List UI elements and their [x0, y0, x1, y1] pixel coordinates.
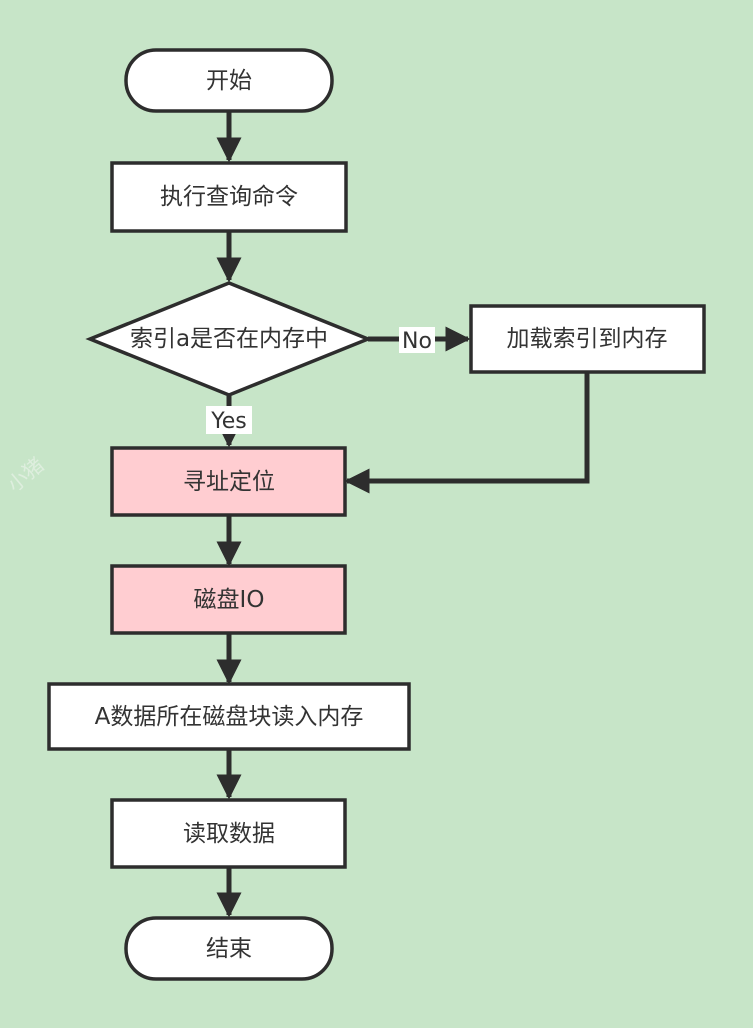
node-load-index	[469, 304, 706, 374]
node-exec-query-label: 执行查询命令	[160, 184, 298, 210]
node-end-label: 结束	[206, 936, 252, 962]
edge-label-no-text: No	[402, 329, 432, 354]
node-end	[124, 916, 334, 981]
edge-load-to-locate	[344, 372, 590, 494]
watermark: 小猪	[2, 453, 48, 497]
node-load-index-label: 加载索引到内存	[507, 326, 668, 352]
node-exec-query	[110, 161, 348, 233]
node-read-data-label: 读取数据	[183, 821, 275, 847]
node-index-check	[85, 281, 373, 397]
node-disk-io	[110, 564, 347, 635]
edge-label-no: No	[399, 327, 435, 354]
node-index-check-label: 索引a是否在内存中	[130, 326, 328, 352]
node-locate	[110, 446, 347, 517]
node-disk-io-label: 磁盘IO	[194, 587, 265, 613]
node-read-block	[47, 682, 411, 751]
node-read-block-label: A数据所在磁盘块读入内存	[95, 704, 364, 730]
node-start-label: 开始	[206, 68, 252, 94]
node-read-data	[110, 798, 347, 869]
edge-label-yes-text: Yes	[210, 409, 247, 434]
edge-label-yes: Yes	[206, 406, 252, 434]
node-locate-label: 寻址定位	[183, 469, 275, 495]
node-start	[124, 48, 334, 113]
